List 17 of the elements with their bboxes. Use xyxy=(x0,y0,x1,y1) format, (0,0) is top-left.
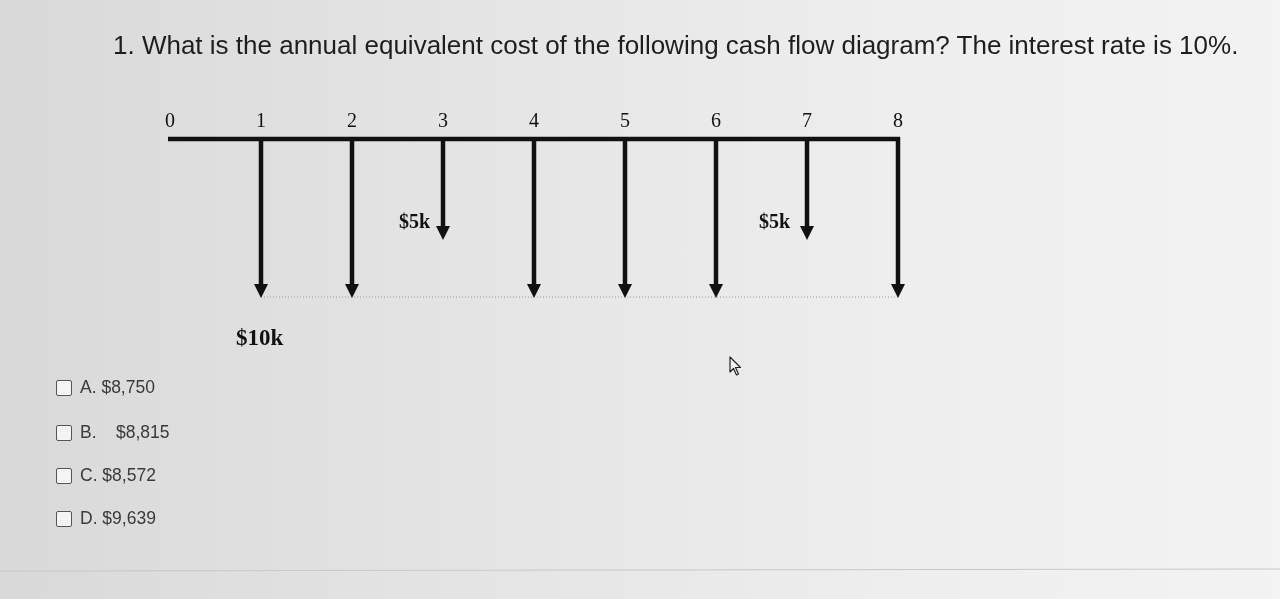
period-number: 1 xyxy=(256,110,266,130)
period-number: 7 xyxy=(802,110,812,130)
period-number: 2 xyxy=(347,110,357,130)
answer-option: B. $8,815 xyxy=(80,424,170,442)
period-number: 8 xyxy=(893,110,903,130)
answer-option: C. $8,572 xyxy=(80,467,156,485)
cash-flow-amount: $5k xyxy=(759,211,791,231)
answer-option: D. $9,639 xyxy=(80,510,156,528)
period-number: 3 xyxy=(438,110,448,130)
question-text: 1. What is the annual equivalent cost of the following cash flow diagram? The interest rate is 10%. xyxy=(113,30,1239,61)
cash-flow-amount: $10k xyxy=(236,326,284,349)
answer-option: A. $8,750 xyxy=(80,379,155,397)
period-number: 5 xyxy=(620,110,630,130)
cash-flow-amount: $5k xyxy=(399,211,431,231)
period-number: 4 xyxy=(529,110,539,130)
period-number: 6 xyxy=(711,110,721,130)
period-number: 0 xyxy=(165,110,175,130)
